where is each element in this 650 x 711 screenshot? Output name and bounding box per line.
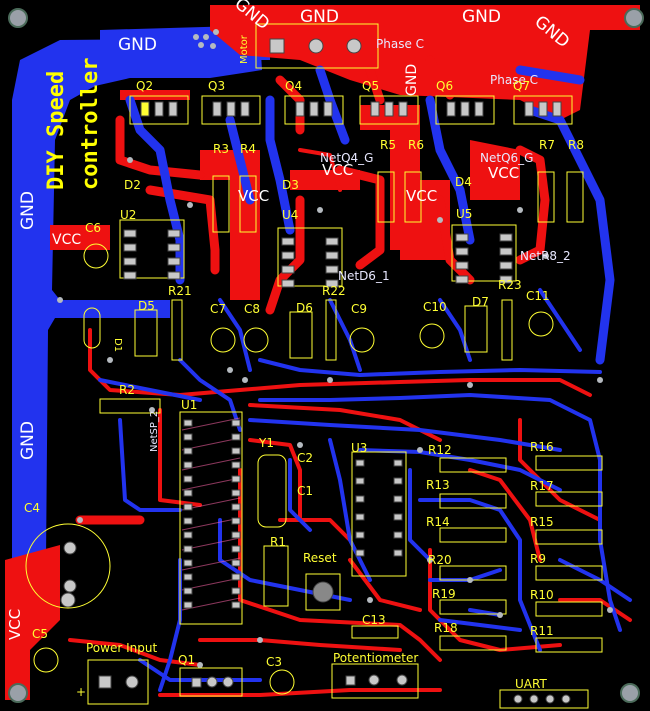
label-r14: R14 bbox=[426, 515, 450, 529]
label-r10: R10 bbox=[530, 588, 554, 602]
label-u4: U4 bbox=[282, 208, 299, 222]
label-q4: Q4 bbox=[285, 79, 303, 93]
label-c1: C1 bbox=[297, 484, 314, 498]
vias bbox=[57, 29, 613, 668]
label-r5: R5 bbox=[380, 138, 396, 152]
label-r2: R2 bbox=[119, 383, 135, 397]
label-q1: Q1 bbox=[178, 653, 196, 667]
pads bbox=[60, 38, 571, 704]
net-vcc5: VCC bbox=[52, 232, 82, 248]
label-q5: Q5 bbox=[362, 79, 380, 93]
label-c8: C8 bbox=[244, 302, 261, 316]
label-r4: R4 bbox=[240, 142, 256, 156]
label-c9: C9 bbox=[351, 302, 368, 316]
net-gnd-top1: GND bbox=[300, 7, 339, 27]
label-r7: R7 bbox=[539, 138, 555, 152]
label-d2: D2 bbox=[124, 178, 141, 192]
net-phase-c2: Phase C bbox=[490, 73, 539, 87]
label-r16: R16 bbox=[530, 440, 554, 454]
label-r19: R19 bbox=[432, 587, 456, 601]
label-r22: R22 bbox=[322, 284, 346, 298]
label-r6: R6 bbox=[408, 138, 424, 152]
label-r17: R17 bbox=[530, 479, 554, 493]
label-r9: R9 bbox=[530, 552, 546, 566]
label-u1: U1 bbox=[181, 398, 198, 412]
red-traces bbox=[75, 55, 550, 525]
label-d7: D7 bbox=[472, 295, 489, 309]
label-c6: C6 bbox=[85, 221, 102, 235]
label-plus: + bbox=[76, 685, 87, 699]
label-d4: D4 bbox=[455, 175, 472, 189]
net-phase-c1: Phase C bbox=[376, 37, 425, 51]
label-u2: U2 bbox=[120, 208, 137, 222]
label-r20: R20 bbox=[428, 553, 452, 567]
u1-hatch bbox=[181, 417, 241, 611]
label-r18: R18 bbox=[434, 621, 458, 635]
label-d1: D1 bbox=[112, 337, 124, 353]
label-d5: D5 bbox=[138, 299, 155, 313]
net-vcc3: VCC bbox=[406, 187, 438, 205]
board-title-line2: controller bbox=[78, 57, 103, 190]
board-title-line1: DIY Speed bbox=[44, 70, 69, 190]
mounting-holes bbox=[8, 8, 644, 703]
silkscreen-outlines bbox=[25, 23, 603, 709]
net-netq4: NetQ4_G bbox=[320, 151, 374, 165]
blue-thin-traces bbox=[98, 288, 632, 692]
label-u5: U5 bbox=[456, 207, 473, 221]
net-gnd-left1: GND bbox=[18, 191, 38, 230]
label-c10: C10 bbox=[423, 300, 447, 314]
label-c7: C7 bbox=[210, 302, 227, 316]
net-netsp: NetSP_2 bbox=[149, 410, 160, 452]
label-q6: Q6 bbox=[436, 79, 454, 93]
net-vcc2: VCC bbox=[238, 187, 270, 205]
blue-traces bbox=[125, 65, 615, 365]
net-netd6: NetD6_1 bbox=[338, 269, 390, 283]
net-gnd-left3: GND bbox=[404, 63, 420, 96]
label-uart: UART bbox=[515, 677, 547, 691]
label-potentiometer: Potentiometer bbox=[333, 651, 419, 665]
net-vcc6: VCC bbox=[6, 608, 24, 640]
label-c5: C5 bbox=[32, 627, 49, 641]
label-q7: Q7 bbox=[513, 79, 531, 93]
label-c13: C13 bbox=[362, 613, 386, 627]
label-r12: R12 bbox=[428, 443, 452, 457]
net-gnd-left2: GND bbox=[18, 421, 38, 460]
net-gnd-top3: GND bbox=[118, 35, 157, 55]
label-motor: Motor bbox=[239, 35, 250, 64]
label-power-input: Power Input bbox=[86, 641, 158, 655]
net-gnd-top2: GND bbox=[462, 7, 501, 27]
net-vcc1: VCC bbox=[322, 161, 354, 179]
label-q3: Q3 bbox=[208, 79, 226, 93]
label-reset: Reset bbox=[303, 551, 337, 565]
label-d3: D3 bbox=[282, 178, 299, 192]
label-q2: Q2 bbox=[136, 79, 154, 93]
net-netr8: NetR8_2 bbox=[520, 249, 571, 263]
label-r3: R3 bbox=[213, 142, 229, 156]
label-d6: D6 bbox=[296, 301, 313, 315]
label-r23: R23 bbox=[498, 278, 522, 292]
label-c3: C3 bbox=[266, 655, 283, 669]
label-r13: R13 bbox=[426, 478, 450, 492]
label-c11: C11 bbox=[526, 289, 550, 303]
label-r11: R11 bbox=[530, 624, 554, 638]
label-r21: R21 bbox=[168, 284, 192, 298]
label-y1: Y1 bbox=[259, 436, 274, 450]
label-c4: C4 bbox=[24, 501, 41, 515]
net-netq6: NetQ6_G bbox=[480, 151, 534, 165]
label-u3: U3 bbox=[351, 441, 368, 455]
label-r15: R15 bbox=[530, 515, 554, 529]
net-vcc4: VCC bbox=[488, 164, 520, 182]
label-r8: R8 bbox=[568, 138, 584, 152]
label-c2: C2 bbox=[297, 451, 314, 465]
label-r1: R1 bbox=[270, 535, 286, 549]
